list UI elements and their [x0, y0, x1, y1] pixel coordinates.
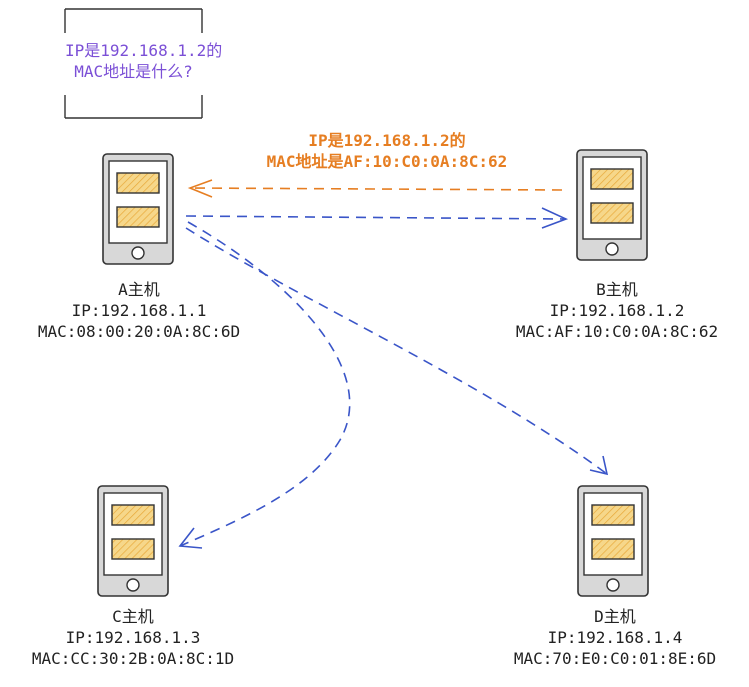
host-d-mac: MAC:70:E0:C0:01:8E:6D [513, 649, 717, 668]
host-a-label: A主机 IP:192.168.1.1 MAC:08:00:20:0A:8C:6D [8, 279, 270, 342]
host-a-mac: MAC:08:00:20:0A:8C:6D [37, 322, 241, 341]
host-b-mac: MAC:AF:10:C0:0A:8C:62 [515, 322, 719, 341]
reply-arrow [187, 179, 563, 198]
host-b-ip: IP:192.168.1.2 [549, 301, 685, 320]
host-d-ip: IP:192.168.1.4 [547, 628, 683, 647]
reply-text: IP是192.168.1.2的 MAC地址是AF:10:C0:0A:8C:62 [226, 130, 548, 172]
host-d-label: D主机 IP:192.168.1.4 MAC:70:E0:C0:01:8E:6D [484, 606, 746, 669]
host-c-ip: IP:192.168.1.3 [65, 628, 201, 647]
host-c-label: C主机 IP:192.168.1.3 MAC:CC:30:2B:0A:8C:1D [2, 606, 264, 669]
host-c-device [97, 485, 169, 597]
host-c-mac: MAC:CC:30:2B:0A:8C:1D [31, 649, 235, 668]
host-d-name: D主机 [594, 607, 636, 626]
query-line-2: MAC地址是什么? [74, 62, 193, 81]
query-text: IP是192.168.1.2的 MAC地址是什么? [65, 40, 223, 82]
broadcast-arrow-b [185, 207, 569, 229]
host-b-name: B主机 [596, 280, 638, 299]
host-b-device [576, 149, 648, 261]
host-c-name: C主机 [112, 607, 154, 626]
reply-line-2: MAC地址是AF:10:C0:0A:8C:62 [266, 152, 508, 171]
host-b-label: B主机 IP:192.168.1.2 MAC:AF:10:C0:0A:8C:62 [486, 279, 748, 342]
host-a-name: A主机 [118, 280, 160, 299]
broadcast-arrow-d [185, 227, 609, 476]
reply-line-1: IP是192.168.1.2的 [308, 131, 466, 150]
query-line-1: IP是192.168.1.2的 [65, 41, 223, 60]
query-box [64, 8, 203, 119]
host-a-ip: IP:192.168.1.1 [71, 301, 207, 320]
host-d-device [577, 485, 649, 597]
broadcast-arrow-c [178, 221, 351, 549]
host-a-device [102, 153, 174, 265]
